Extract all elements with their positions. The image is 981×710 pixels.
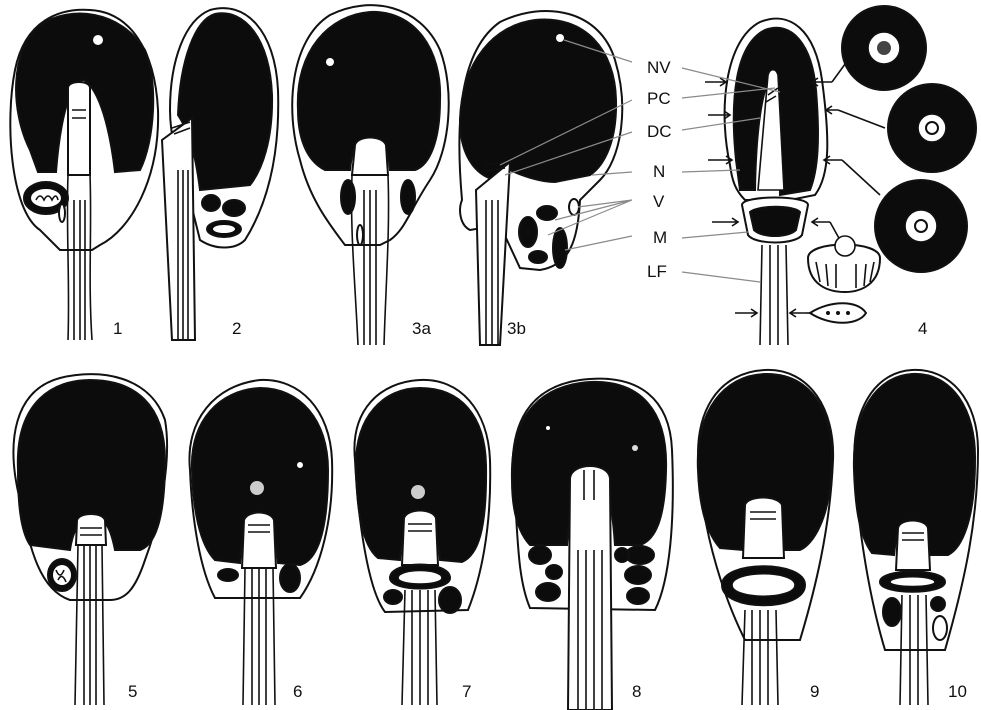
panel-1-cell (10, 10, 158, 340)
panel-8-cell (512, 379, 673, 710)
label-nv: NV (647, 58, 671, 77)
panel-3b-cell (459, 11, 622, 345)
panel-3b-number: 3b (507, 319, 526, 338)
panel-6-cell (189, 380, 332, 705)
panel-5-cell (13, 374, 167, 705)
panel-7-cell (354, 380, 490, 705)
panel-7-number: 7 (462, 682, 471, 701)
label-n: N (653, 162, 665, 181)
label-lf: LF (647, 262, 667, 281)
label-pc: PC (647, 89, 671, 108)
panel-2-number: 2 (232, 319, 241, 338)
panel-10-cell (854, 370, 978, 705)
panel-8-number: 8 (632, 682, 641, 701)
panel-10-number: 10 (948, 682, 967, 701)
panel-1-number: 1 (113, 319, 122, 338)
panel-4-cell (705, 6, 976, 345)
label-dc: DC (647, 122, 672, 141)
label-m: M (653, 228, 667, 247)
panel-9-cell (698, 370, 833, 705)
panel-9-number: 9 (810, 682, 819, 701)
panel-3a-number: 3a (412, 319, 431, 338)
panel-6-number: 6 (293, 682, 302, 701)
panel-4-number: 4 (918, 319, 927, 338)
panel-2-cell (162, 8, 278, 340)
panel-5-number: 5 (128, 682, 137, 701)
label-v: V (653, 192, 665, 211)
panel-3a-cell (292, 5, 448, 345)
